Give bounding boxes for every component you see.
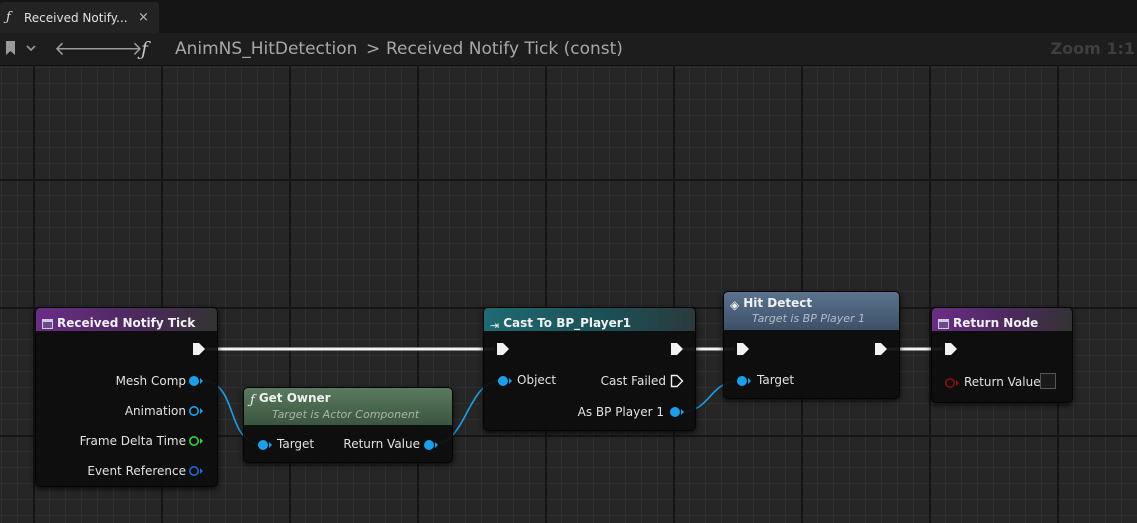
function-icon: ƒ (250, 393, 255, 408)
node-return[interactable]: Return Node Return Value (931, 307, 1073, 403)
breadcrumb-root[interactable]: AnimNS_HitDetection (175, 39, 358, 59)
node-received-notify-tick[interactable]: Received Notify Tick Mesh Comp Animation… (35, 307, 218, 487)
tab-title: Received Notify... (24, 10, 128, 25)
pin-label-return-value: Return Value (343, 437, 420, 451)
return-node-icon (938, 319, 949, 329)
object-out-pin-mesh-comp[interactable] (188, 375, 204, 387)
node-title: Get Owner (258, 391, 331, 405)
bookmark-icon[interactable] (6, 41, 15, 55)
object-out-pin-as-bp-player-1[interactable] (669, 406, 685, 418)
object-in-pin-target[interactable] (736, 375, 752, 387)
exec-out-pin[interactable] (192, 342, 206, 356)
back-arrow-icon[interactable]: 🡐 (54, 38, 105, 60)
node-header: ◈Hit Detect Target is BP Player 1 (724, 292, 899, 330)
exec-in-pin[interactable] (496, 342, 510, 356)
graph-toolbar: 🡐 🡒 ƒ AnimNS_HitDetection > Received Not… (0, 33, 1137, 66)
node-header: Return Node (932, 308, 1072, 331)
node-hit-detect[interactable]: ◈Hit Detect Target is BP Player 1 Target (723, 291, 900, 399)
pin-label-frame-delta-time: Frame Delta Time (79, 434, 186, 448)
node-subtitle: Target is BP Player 1 (752, 312, 866, 325)
exec-out-pin-cast-failed[interactable] (670, 374, 684, 388)
event-icon (42, 319, 53, 329)
tab-received-notify-tick[interactable]: ƒ Received Notify... × (0, 2, 159, 33)
pin-label-mesh-comp: Mesh Comp (115, 374, 186, 388)
forward-arrow-icon[interactable]: 🡒 (92, 38, 143, 60)
exec-in-pin[interactable] (736, 342, 750, 356)
function-icon: ƒ (141, 38, 149, 60)
node-cast-to-bp-player1[interactable]: ⇥Cast To BP_Player1 Object Cast Failed A… (483, 307, 696, 431)
pin-label-return-value: Return Value (964, 375, 1041, 389)
function-icon: ƒ (6, 10, 11, 25)
node-title: Return Node (953, 316, 1039, 330)
zoom-level: Zoom 1:1 (1050, 39, 1136, 58)
node-title: Hit Detect (743, 296, 813, 310)
pin-label-as-bp-player-1: As BP Player 1 (577, 405, 664, 419)
exec-out-pin[interactable] (874, 342, 888, 356)
object-out-pin-return-value[interactable] (423, 439, 439, 451)
cast-icon: ⇥ (490, 319, 500, 332)
pin-label-object: Object (517, 373, 557, 387)
pin-label-target: Target (277, 437, 315, 451)
pin-label-target: Target (757, 373, 795, 387)
tab-bar: ƒ Received Notify... × (0, 0, 1137, 33)
pin-label-animation: Animation (124, 404, 186, 418)
node-title: Received Notify Tick (57, 316, 196, 330)
node-subtitle: Target is Actor Component (272, 408, 420, 421)
exec-out-pin[interactable] (670, 342, 684, 356)
bool-in-pin-return-value[interactable] (944, 377, 960, 389)
pin-label-event-reference: Event Reference (87, 464, 186, 478)
float-out-pin-frame-delta-time[interactable] (188, 435, 204, 447)
chevron-down-icon[interactable] (26, 43, 36, 53)
return-value-checkbox[interactable] (1040, 373, 1056, 389)
exec-in-pin[interactable] (944, 342, 958, 356)
close-tab-icon[interactable]: × (138, 10, 149, 25)
pin-label-cast-failed: Cast Failed (600, 374, 666, 388)
object-in-pin-object[interactable] (497, 375, 513, 387)
breadcrumb-separator: > (366, 39, 381, 59)
breadcrumb-current[interactable]: Received Notify Tick (const) (386, 39, 623, 59)
node-header: Received Notify Tick (36, 308, 217, 331)
struct-out-pin-event-reference[interactable] (188, 465, 204, 477)
object-out-pin-animation[interactable] (188, 405, 204, 417)
call-function-icon: ◈ (730, 298, 740, 312)
object-in-pin-target[interactable] (257, 439, 273, 451)
node-header: ⇥Cast To BP_Player1 (484, 308, 695, 332)
node-title: Cast To BP_Player1 (503, 316, 631, 330)
